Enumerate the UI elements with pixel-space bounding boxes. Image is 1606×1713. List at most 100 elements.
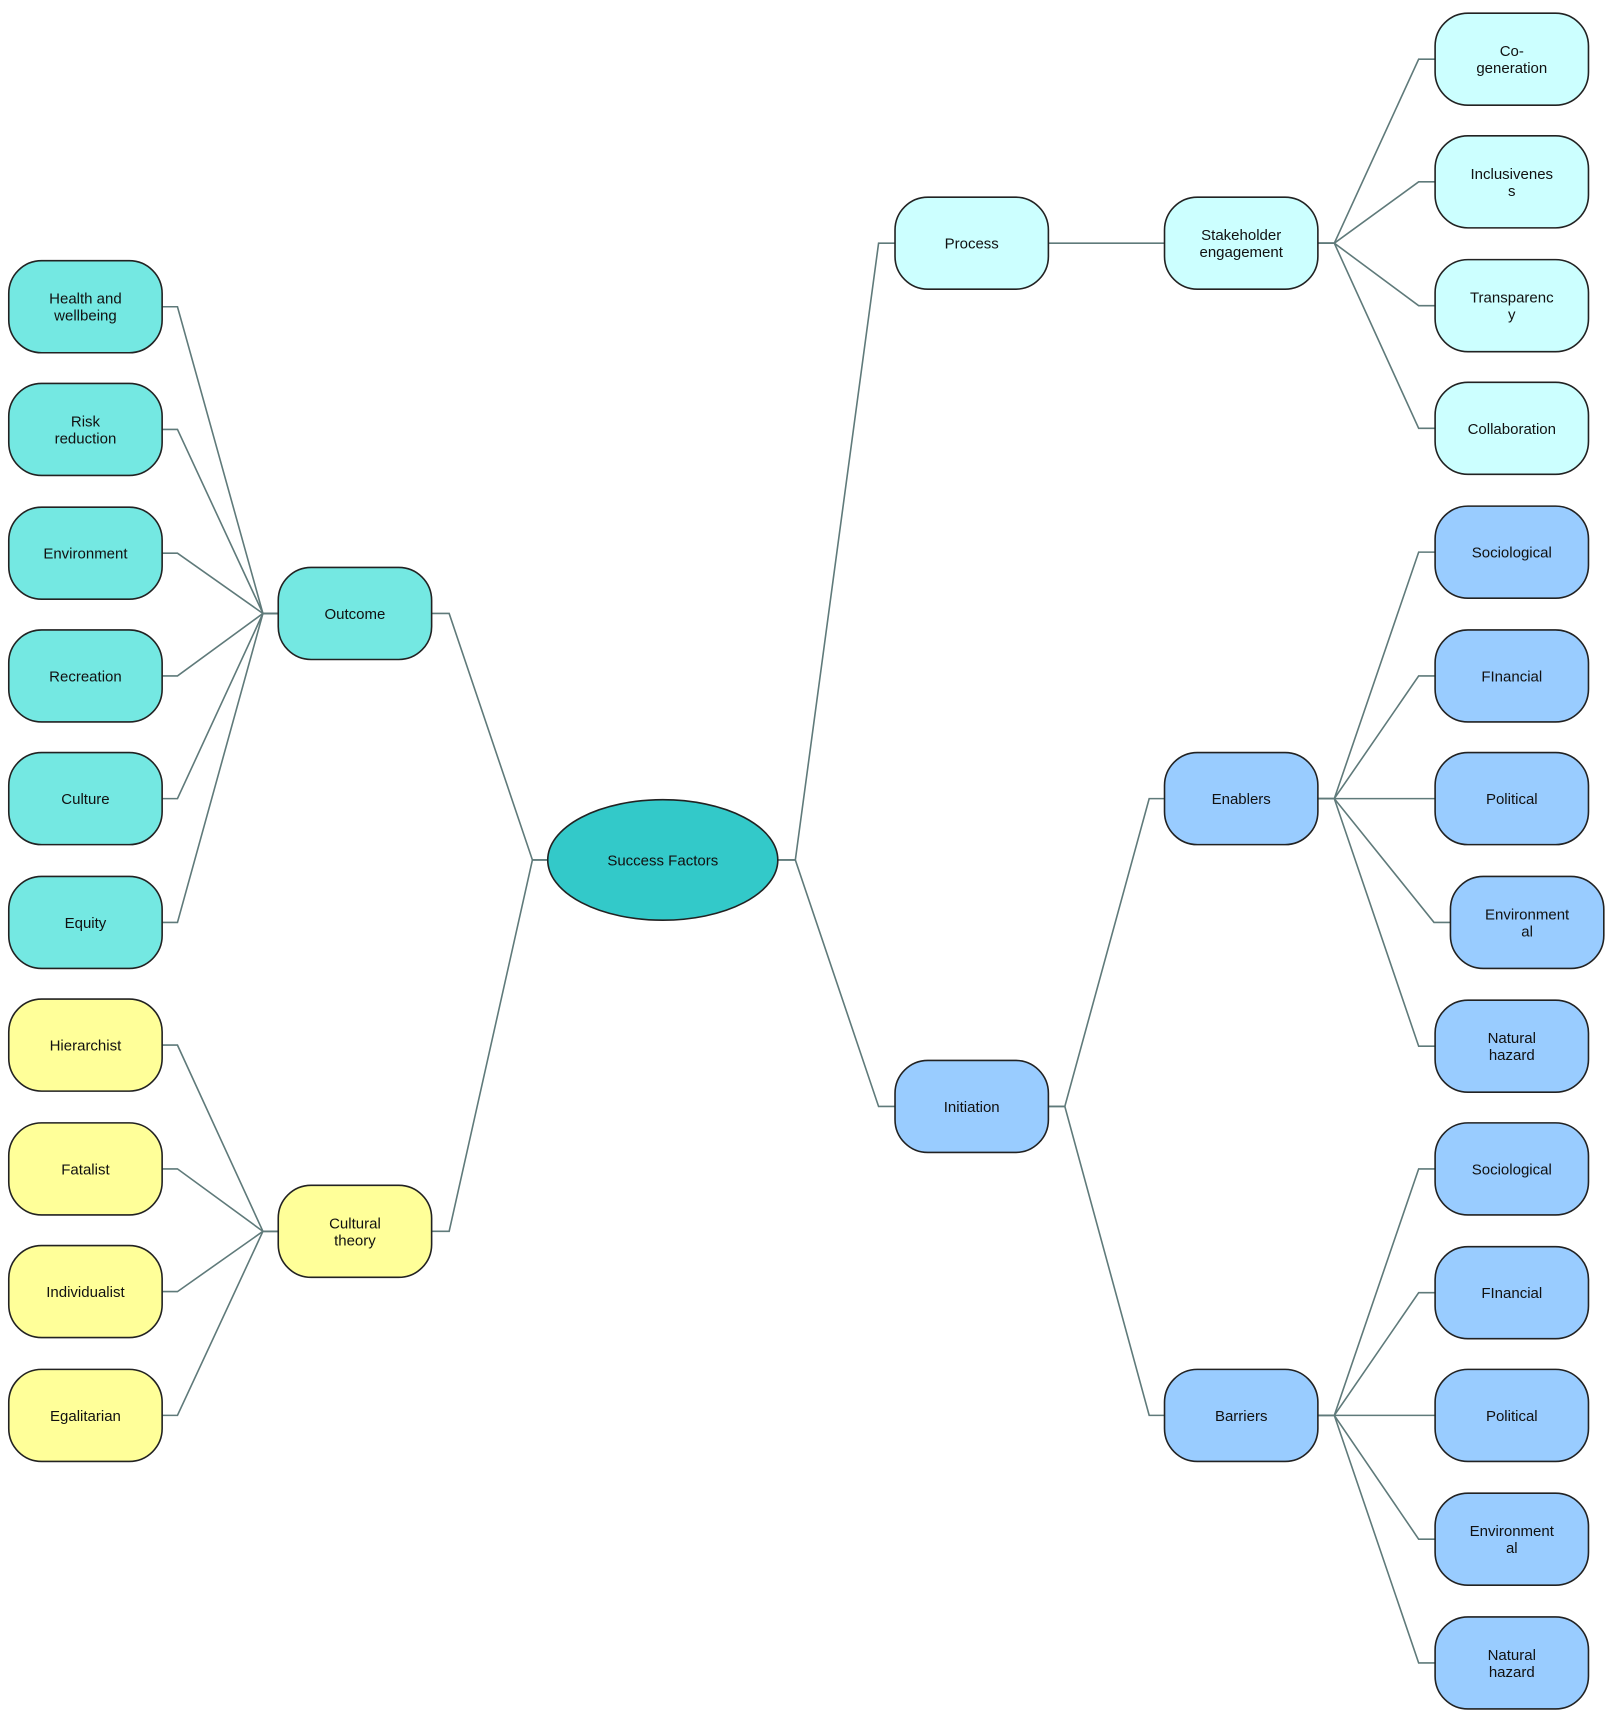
node-outcome-health-and-wellbeing-shape (7, 259, 163, 354)
node-initiation-label-line-1: Initiation (944, 1099, 1000, 1116)
center-node-success-factors: Success Factors (546, 798, 779, 922)
connector-center-process (777, 242, 896, 861)
node-enablers-sociological-shape (1434, 505, 1590, 599)
node-outcome-equity: Equity (7, 875, 163, 970)
node-initiation-shape (894, 1059, 1050, 1154)
connector-outcome-2 (162, 428, 279, 615)
node-stakeholder-transparenc-y-label-line-2: y (1508, 307, 1516, 324)
node-enablers-sociological: Sociological (1434, 505, 1590, 599)
node-stakeholder-collaboration-shape (1434, 381, 1590, 476)
node-outcome-culture-label-line-1: Culture (61, 791, 109, 808)
node-cultural-individualist-label-line-1: Individualist (46, 1284, 125, 1301)
node-stakeholder-inclusivenes-s-label-line-1: Inclusivenes (1471, 166, 1554, 183)
node-enablers-financial-shape (1434, 629, 1590, 723)
node-cultural-fatalist-shape (7, 1122, 163, 1216)
node-cultural-theory-shape (277, 1184, 433, 1279)
node-outcome-environment-label-line-1: Environment (43, 546, 128, 563)
node-enablers-sociological-label-line-1: Sociological (1472, 545, 1552, 562)
connector-initiation-barriers (1048, 1105, 1165, 1417)
node-cultural-individualist-shape (7, 1244, 163, 1339)
node-initiation: Initiation (894, 1059, 1050, 1154)
node-outcome-health-and-wellbeing-label-line-1: Health and (49, 291, 122, 308)
connector-center-cultural (431, 859, 548, 1233)
node-outcome-recreation-label-line-1: Recreation (49, 668, 122, 685)
node-process: Process (894, 196, 1050, 291)
node-barriers-natural-hazard-shape (1434, 1616, 1590, 1710)
connector-stakeholder-3 (1317, 242, 1436, 307)
node-stakeholder-engagement-label-line-2: engagement (1199, 244, 1283, 261)
node-stakeholder-collaboration-label-line-1: Collaboration (1468, 421, 1556, 438)
connector-stakeholder-2 (1317, 181, 1436, 245)
node-outcome-equity-label-line-1: Equity (65, 915, 107, 932)
node-enablers-political-label-line-1: Political (1486, 791, 1538, 808)
connector-barriers-5 (1317, 1414, 1436, 1664)
node-stakeholder-engagement-shape (1163, 196, 1319, 291)
connector-enablers-4 (1317, 797, 1451, 924)
node-outcome-recreation-shape (7, 629, 163, 723)
node-barriers-financial-label-line-1: FInancial (1481, 1285, 1542, 1302)
connector-center-initiation (777, 859, 896, 1108)
node-barriers-environment-al-shape (1434, 1492, 1590, 1586)
node-stakeholder-engagement-label-line-1: Stakeholder (1201, 227, 1281, 244)
node-enablers-natural-hazard-label-line-1: Natural (1488, 1030, 1536, 1047)
node-enablers-environment-al-shape (1449, 875, 1605, 970)
node-outcome-culture-shape (7, 751, 163, 846)
node-enablers: Enablers (1163, 751, 1319, 846)
node-barriers-sociological-label-line-1: Sociological (1472, 1161, 1552, 1178)
node-barriers-natural-hazard-label-line-1: Natural (1488, 1647, 1536, 1664)
node-outcome-culture: Culture (7, 751, 163, 846)
node-outcome-recreation: Recreation (7, 629, 163, 723)
node-outcome-shape (277, 566, 433, 661)
node-cultural-fatalist: Fatalist (7, 1122, 163, 1216)
node-outcome-risk-reduction-label-line-1: Risk (71, 413, 101, 430)
node-cultural-theory-label-line-1: Cultural (329, 1215, 381, 1232)
connector-cultural-3 (162, 1230, 279, 1293)
node-outcome-equity-shape (7, 875, 163, 970)
center-node-success-factors-shape (546, 798, 779, 922)
node-stakeholder-co-generation-shape (1434, 12, 1590, 106)
node-cultural-individualist: Individualist (7, 1244, 163, 1339)
node-barriers-political-shape (1434, 1368, 1590, 1463)
connector-enablers-5 (1317, 797, 1436, 1047)
node-enablers-natural-hazard-label-line-2: hazard (1489, 1047, 1535, 1064)
node-outcome-risk-reduction-shape (7, 382, 163, 477)
node-process-shape (894, 196, 1050, 291)
connector-outcome-6 (162, 612, 279, 924)
connector-barriers-1 (1317, 1168, 1436, 1417)
connector-stakeholder-4 (1317, 242, 1436, 430)
node-barriers-sociological: Sociological (1434, 1122, 1590, 1216)
node-barriers: Barriers (1163, 1368, 1319, 1463)
node-enablers-environment-al-label-line-1: Environment (1485, 906, 1570, 923)
node-outcome: Outcome (277, 566, 433, 661)
node-barriers-political: Political (1434, 1368, 1590, 1463)
connector-initiation-enablers (1048, 797, 1165, 1108)
node-enablers-natural-hazard-shape (1434, 999, 1590, 1094)
node-outcome-health-and-wellbeing-label-line-2: wellbeing (53, 308, 117, 325)
node-stakeholder-co-generation: Co-generation (1434, 12, 1590, 106)
connector-outcome-1 (162, 305, 279, 615)
nodes: Success Factors Outcome Health andwellbein… (7, 12, 1605, 1710)
connector-cultural-1 (162, 1044, 279, 1233)
connectors (162, 58, 1451, 1664)
connector-center-outcome (431, 612, 548, 861)
node-stakeholder-transparenc-y-shape (1434, 258, 1590, 353)
node-stakeholder-co-generation-label-line-1: Co- (1500, 43, 1524, 60)
node-cultural-hierarchist: Hierarchist (7, 998, 163, 1092)
node-barriers-financial-shape (1434, 1245, 1590, 1340)
node-cultural-hierarchist-shape (7, 998, 163, 1092)
node-enablers-financial-label-line-1: FInancial (1481, 668, 1542, 685)
node-barriers-environment-al-label-line-2: al (1506, 1540, 1518, 1557)
node-outcome-environment: Environment (7, 506, 163, 601)
connector-cultural-2 (162, 1168, 279, 1233)
node-cultural-hierarchist-label-line-1: Hierarchist (50, 1038, 123, 1055)
node-enablers-environment-al-label-line-2: al (1521, 923, 1533, 940)
node-stakeholder-inclusivenes-s-shape (1434, 135, 1590, 229)
node-outcome-environment-shape (7, 506, 163, 601)
node-stakeholder-inclusivenes-s-label-line-2: s (1508, 183, 1516, 200)
